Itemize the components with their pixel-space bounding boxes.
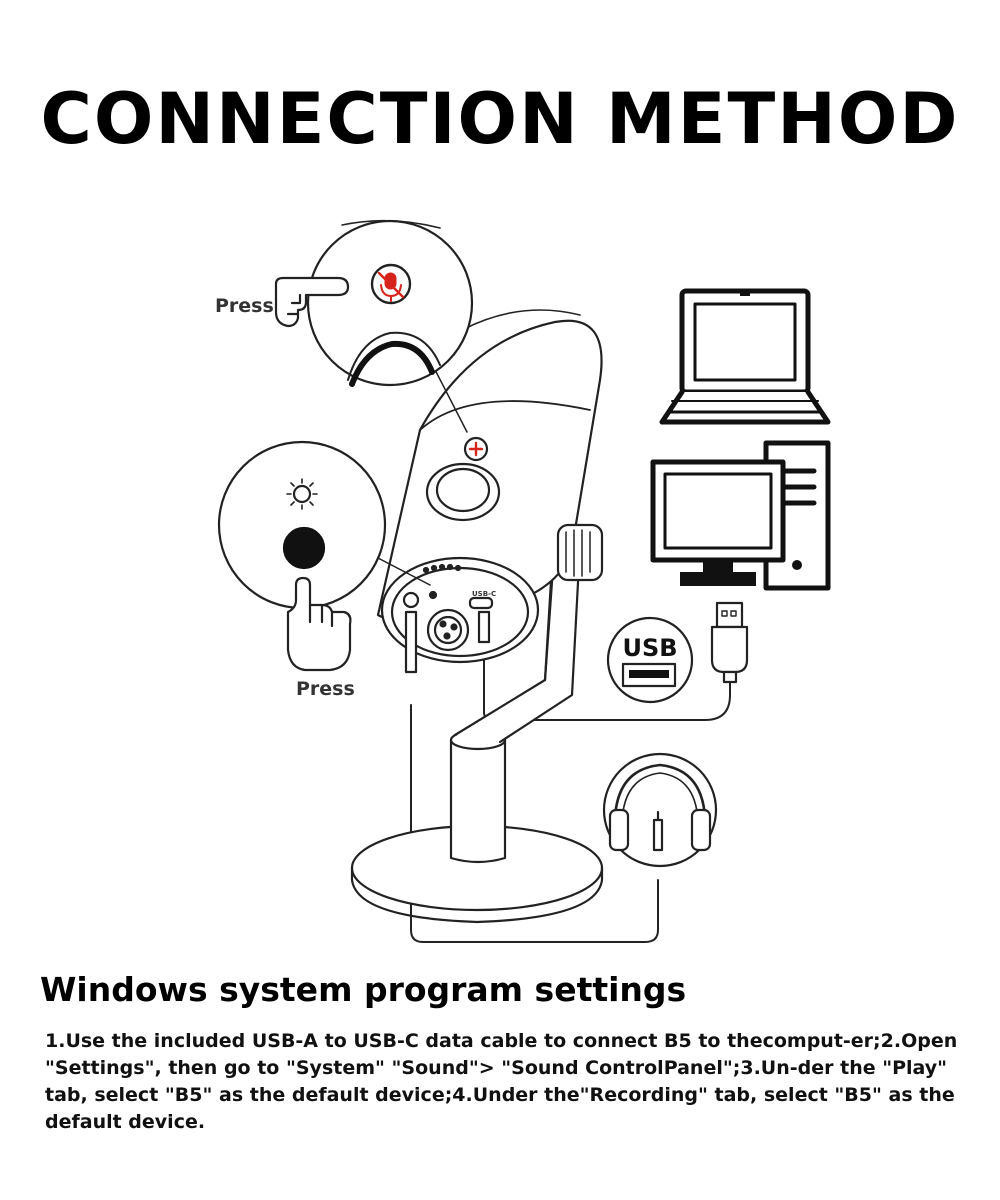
usb-label: USB [622,634,677,662]
headphone-cable [410,704,659,943]
section-heading: Windows system program settings [40,970,687,1009]
pointing-hand-icon [274,276,350,328]
microphone-illustration [350,309,604,924]
press-label-top: Press [215,295,274,317]
usb-plug-icon [710,601,749,684]
press-label-left: Press [296,678,355,700]
brightness-icon [286,478,318,510]
connection-diagram: Press Press [215,219,831,943]
mute-button-zoom [274,219,474,387]
light-button-zoom [217,440,387,672]
usb-cable [483,639,731,721]
port-label: USB-C [472,590,496,598]
instructions-text: 1.Use the included USB-A to USB-C data c… [45,1030,958,1133]
headphones-icon [602,752,718,868]
page-title: CONNECTION METHOD [40,78,960,160]
usb-port-icon [606,616,694,704]
desktop-computer-icon [650,440,831,591]
pressing-hand-icon [286,576,352,672]
mute-button-icon [370,263,412,305]
laptop-icon [659,288,831,425]
